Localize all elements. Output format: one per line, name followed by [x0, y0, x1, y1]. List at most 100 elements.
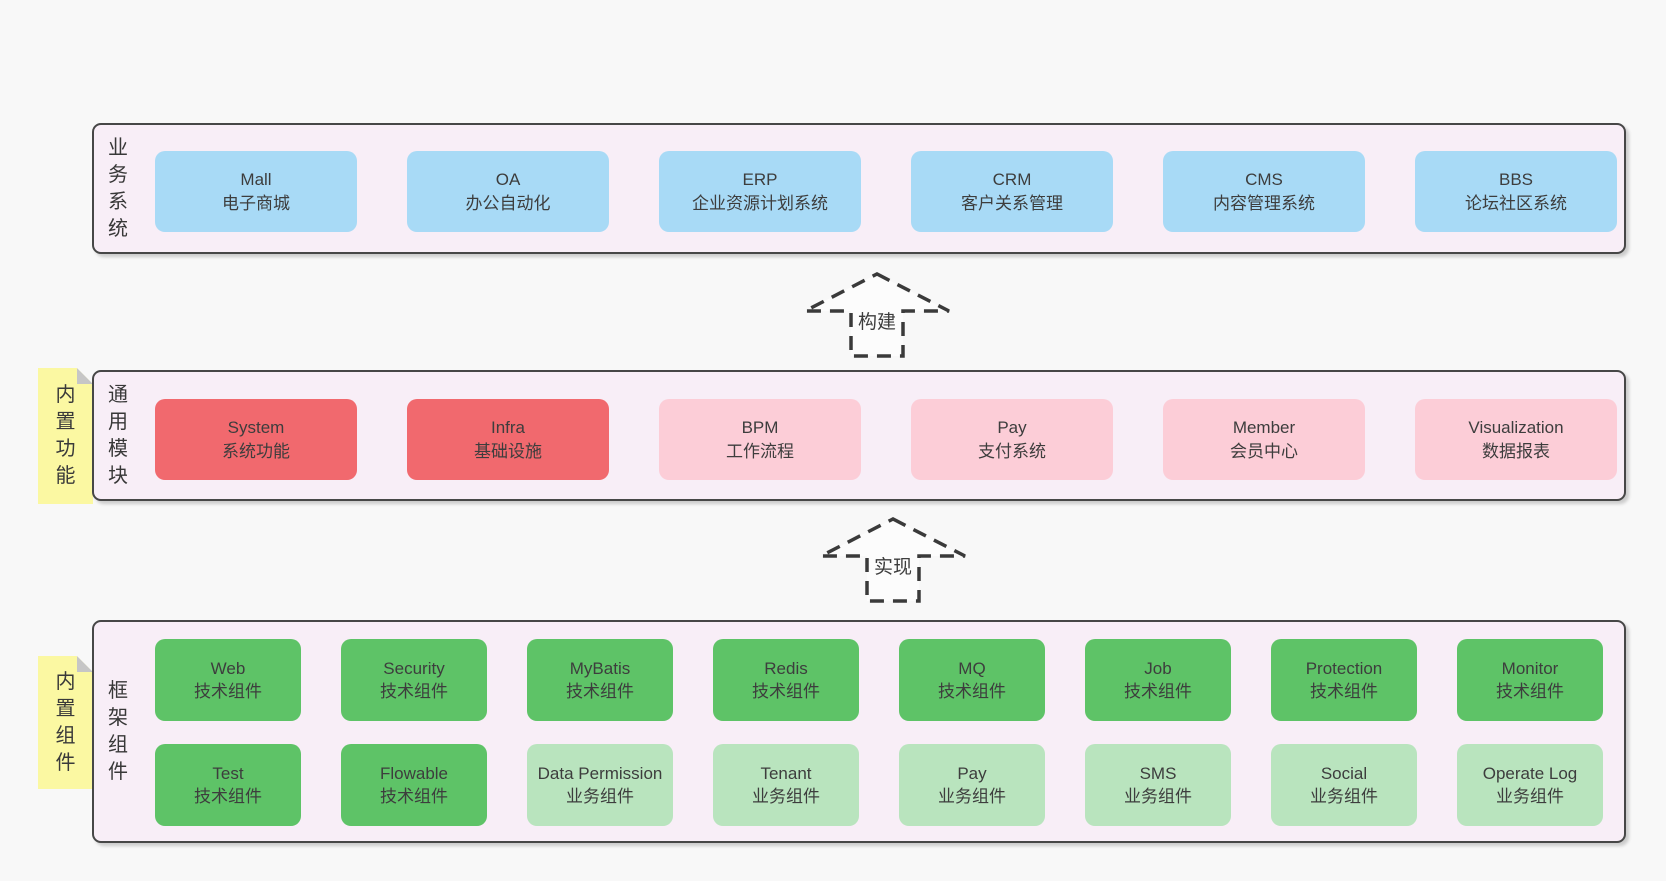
layer-components-label: 框 架 组 件 — [108, 679, 128, 783]
box-mybatis: MyBatis 技术组件 — [527, 639, 673, 721]
box-subtitle: 业务组件 — [1496, 787, 1564, 806]
sticky-note-text: 内 置 组 件 — [55, 670, 76, 774]
box-bpm: BPM 工作流程 — [659, 399, 861, 480]
box-title: BBS — [1498, 169, 1534, 189]
box-system: System 系统功能 — [155, 399, 357, 480]
box-subtitle: 企业资源计划系统 — [692, 193, 828, 213]
box-subtitle: 技术组件 — [1124, 682, 1192, 701]
box-subtitle: 业务组件 — [1124, 787, 1192, 806]
box-subtitle: 支付系统 — [978, 441, 1046, 461]
box-title: Web — [210, 659, 246, 678]
box-bbs: BBS 论坛社区系统 — [1415, 151, 1617, 232]
box-subtitle: 会员中心 — [1230, 441, 1298, 461]
box-member: Member 会员中心 — [1163, 399, 1365, 480]
box-redis: Redis 技术组件 — [713, 639, 859, 721]
box-subtitle: 技术组件 — [380, 787, 448, 806]
box-crm: CRM 客户关系管理 — [911, 151, 1113, 232]
box-title: BPM — [741, 417, 779, 437]
box-subtitle: 技术组件 — [194, 682, 262, 701]
box-security: Security 技术组件 — [341, 639, 487, 721]
sticky-note-text: 内 置 功 能 — [55, 384, 76, 487]
box-subtitle: 业务组件 — [566, 787, 634, 806]
box-subtitle: 业务组件 — [1310, 787, 1378, 806]
box-title: CRM — [992, 169, 1032, 189]
box-subtitle: 业务组件 — [752, 787, 820, 806]
box-monitor: Monitor 技术组件 — [1457, 639, 1603, 721]
arrow-build: 构建 — [797, 271, 957, 359]
box-subtitle: 技术组件 — [1496, 682, 1564, 701]
box-web: Web 技术组件 — [155, 639, 301, 721]
box-title: Mall — [240, 169, 272, 189]
components-row-2: Test 技术组件 Flowable 技术组件 Data Permission … — [155, 744, 1603, 826]
box-title: Tenant — [760, 764, 812, 783]
box-cms: CMS 内容管理系统 — [1163, 151, 1365, 232]
box-title: MQ — [958, 659, 986, 678]
box-title: SMS — [1139, 764, 1177, 783]
box-subtitle: 技术组件 — [194, 787, 262, 806]
folded-corner-icon — [77, 368, 93, 384]
box-title: Visualization — [1468, 417, 1564, 437]
box-subtitle: 工作流程 — [726, 441, 794, 461]
box-title: MyBatis — [569, 659, 631, 678]
sticky-note-builtin-components: 内 置 组 件 — [38, 656, 93, 789]
box-title: Flowable — [379, 764, 449, 783]
business-boxes-row: Mall 电子商城 OA 办公自动化 ERP 企业资源计划系统 CRM 客户关系… — [155, 151, 1617, 232]
box-title: Monitor — [1501, 659, 1559, 678]
components-rows: Web 技术组件 Security 技术组件 MyBatis 技术组件 Redi… — [155, 639, 1603, 826]
box-social: Social 业务组件 — [1271, 744, 1417, 826]
box-title: Job — [1144, 659, 1172, 678]
box-job: Job 技术组件 — [1085, 639, 1231, 721]
box-tenant: Tenant 业务组件 — [713, 744, 859, 826]
box-subtitle: 办公自动化 — [465, 193, 551, 213]
box-subtitle: 业务组件 — [938, 787, 1006, 806]
box-subtitle: 基础设施 — [474, 441, 542, 461]
box-sms: SMS 业务组件 — [1085, 744, 1231, 826]
box-subtitle: 客户关系管理 — [961, 193, 1063, 213]
box-visualization: Visualization 数据报表 — [1415, 399, 1617, 480]
box-title: Pay — [997, 417, 1027, 437]
box-oa: OA 办公自动化 — [407, 151, 609, 232]
box-pay-module: Pay 支付系统 — [911, 399, 1113, 480]
layer-business-label: 业 务 系 统 — [108, 136, 128, 240]
box-subtitle: 技术组件 — [380, 682, 448, 701]
box-mq: MQ 技术组件 — [899, 639, 1045, 721]
box-title: Pay — [957, 764, 987, 783]
box-erp: ERP 企业资源计划系统 — [659, 151, 861, 232]
arrow-implement-label: 实现 — [870, 557, 916, 579]
box-mall: Mall 电子商城 — [155, 151, 357, 232]
box-title: Data Permission — [537, 764, 663, 783]
box-subtitle: 技术组件 — [938, 682, 1006, 701]
box-title: Redis — [764, 659, 808, 678]
box-subtitle: 系统功能 — [222, 441, 290, 461]
box-subtitle: 论坛社区系统 — [1465, 193, 1567, 213]
arrow-build-label: 构建 — [854, 312, 900, 334]
box-title: Operate Log — [1482, 764, 1578, 783]
box-subtitle: 技术组件 — [752, 682, 820, 701]
box-title: Social — [1320, 764, 1368, 783]
box-title: Test — [212, 764, 244, 783]
layer-common-modules: 通 用 模 块 System 系统功能 Infra 基础设施 BPM 工作流程 … — [92, 370, 1626, 501]
layer-modules-label: 通 用 模 块 — [108, 383, 128, 487]
box-subtitle: 技术组件 — [1310, 682, 1378, 701]
modules-boxes-row: System 系统功能 Infra 基础设施 BPM 工作流程 Pay 支付系统… — [155, 399, 1617, 480]
sticky-note-builtin-features: 内 置 功 能 — [38, 368, 93, 504]
box-title: Member — [1232, 417, 1296, 437]
box-subtitle: 技术组件 — [566, 682, 634, 701]
box-title: Security — [383, 659, 445, 678]
components-row-1: Web 技术组件 Security 技术组件 MyBatis 技术组件 Redi… — [155, 639, 1603, 721]
layer-business-systems: 业 务 系 统 Mall 电子商城 OA 办公自动化 ERP 企业资源计划系统 … — [92, 123, 1626, 254]
box-title: ERP — [742, 169, 778, 189]
box-flowable: Flowable 技术组件 — [341, 744, 487, 826]
box-operate-log: Operate Log 业务组件 — [1457, 744, 1603, 826]
box-protection: Protection 技术组件 — [1271, 639, 1417, 721]
box-infra: Infra 基础设施 — [407, 399, 609, 480]
layer-framework-components: 框 架 组 件 Web 技术组件 Security 技术组件 MyBatis 技… — [92, 620, 1626, 843]
box-test: Test 技术组件 — [155, 744, 301, 826]
box-title: System — [227, 417, 285, 437]
box-data-permission: Data Permission 业务组件 — [527, 744, 673, 826]
box-subtitle: 数据报表 — [1482, 441, 1550, 461]
folded-corner-icon — [77, 656, 93, 672]
box-title: Protection — [1305, 659, 1383, 678]
box-title: OA — [495, 169, 521, 189]
box-subtitle: 电子商城 — [222, 193, 290, 213]
